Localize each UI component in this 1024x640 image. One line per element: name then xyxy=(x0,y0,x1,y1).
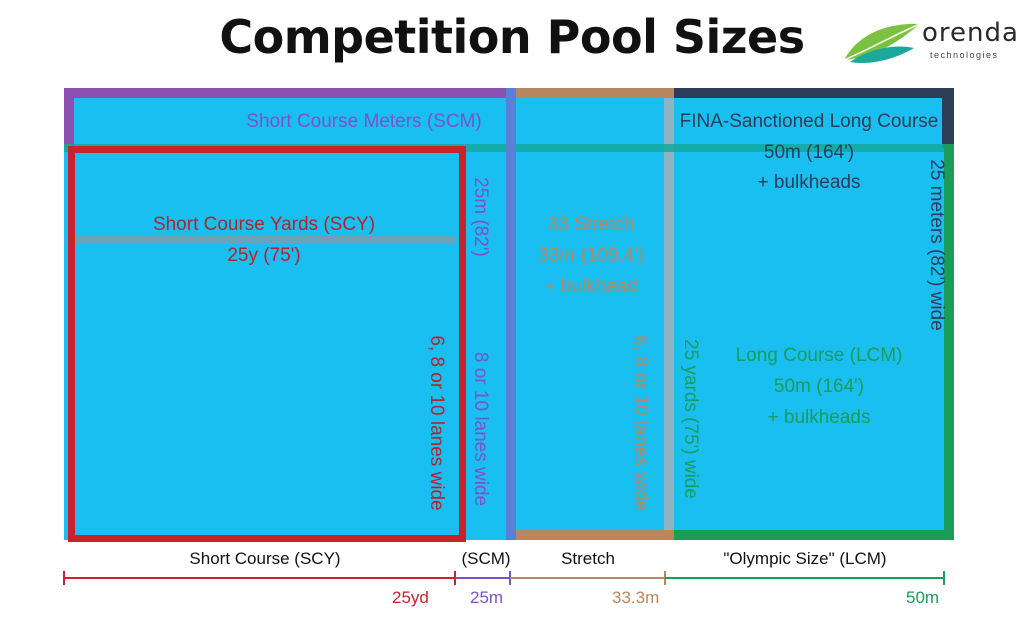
stretch-label-line2: 33m (109.4') xyxy=(537,245,645,266)
lcm-label-line2: 50m (164') xyxy=(773,376,865,397)
lcm-width-label: 25 yards (75') wide xyxy=(680,339,701,499)
fina-width-label: 25 meters (82') wide xyxy=(926,159,947,331)
lcm-frame-right xyxy=(944,144,954,540)
ruler-label-scy: 25yd xyxy=(392,588,429,607)
lcm-label-line1: Long Course (LCM) xyxy=(735,345,903,366)
scm-lanes-label: 8 or 10 lanes wide xyxy=(470,351,491,507)
scy-lanes-label: 6, 8 or 10 lanes wide xyxy=(426,335,447,511)
page-title: Competition Pool Sizes xyxy=(219,10,805,64)
stretch-frame-top xyxy=(516,88,674,98)
stretch-lanes-label: 6, 8 or 10 lanes wide xyxy=(630,335,651,511)
scm-frame-right xyxy=(506,88,516,540)
fina-frame-right xyxy=(942,88,954,148)
scm-top-label: Short Course Meters (SCM) xyxy=(246,111,482,132)
length-ruler xyxy=(63,571,945,585)
scy-label-line2: 25y (75') xyxy=(227,245,301,266)
scy-midline xyxy=(72,236,456,244)
ruler-label-lcm: 50m xyxy=(906,588,940,607)
fina-label-line1: FINA-Sanctioned Long Course xyxy=(679,111,939,132)
pool-diagram: Short Course Meters (SCM) FINA-Sanctione… xyxy=(64,88,954,542)
stretch-label-line1: 33 Stretch xyxy=(547,214,635,235)
logo-wordmark: orenda xyxy=(922,18,1019,48)
bottom-label-lcm: "Olympic Size" (LCM) xyxy=(723,549,887,568)
scm-frame-left xyxy=(64,88,74,148)
bottom-label-scm: (SCM) xyxy=(461,549,511,568)
bottom-label-stretch: Stretch xyxy=(561,549,615,568)
scm-length-label: 25m (82') xyxy=(470,177,491,257)
orenda-logo: orenda technologies xyxy=(842,18,1018,68)
ruler-label-scm: 25m xyxy=(470,588,504,607)
scm-frame-top xyxy=(64,88,516,98)
logo-subtitle: technologies xyxy=(930,50,999,60)
leaf-icon xyxy=(843,23,921,64)
stretch-label-line3: + bulkhead xyxy=(544,276,638,297)
ruler-label-stretch: 33.3m xyxy=(612,588,660,607)
scy-label-line1: Short Course Yards (SCY) xyxy=(152,214,376,235)
lcm-frame-bottom xyxy=(674,530,954,540)
bottom-label-scy: Short Course (SCY) xyxy=(189,549,341,568)
lcm-label-line3: + bulkheads xyxy=(767,407,871,428)
fina-label-line3: + bulkheads xyxy=(757,172,861,193)
stretch-frame-right xyxy=(664,98,674,540)
scy-frame xyxy=(68,146,466,542)
stretch-frame-bottom xyxy=(516,530,674,540)
fina-label-line2: 50m (164') xyxy=(763,142,855,163)
